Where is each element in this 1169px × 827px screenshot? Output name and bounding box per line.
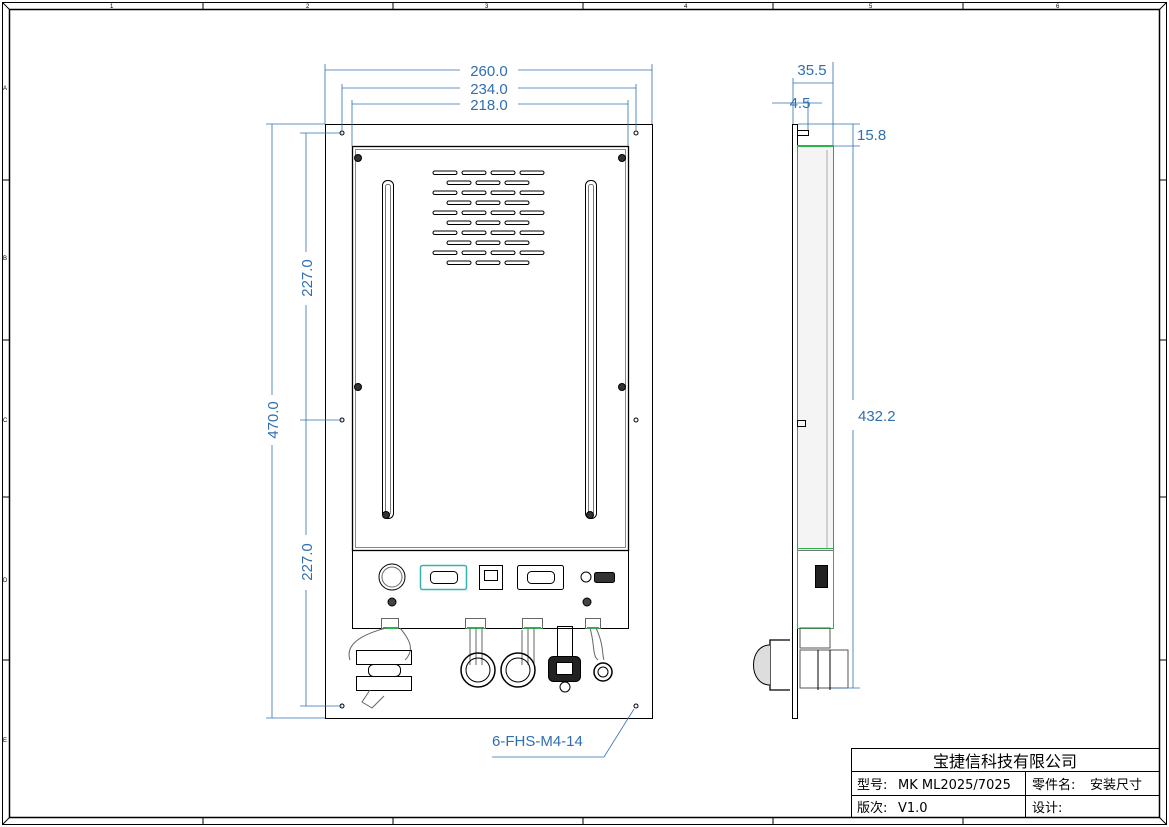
zone-row-e: E — [3, 738, 7, 744]
version-value: V1.0 — [898, 801, 928, 816]
vent-slot — [490, 190, 516, 195]
vent-slot — [475, 180, 501, 185]
company-name: 宝捷信科技有限公司 — [933, 752, 1077, 771]
dim-upper-hole-spacing: 227.0 — [299, 259, 316, 297]
vent-slot — [432, 230, 458, 235]
zone-col-6: 6 — [1056, 4, 1060, 10]
vent-slot — [475, 220, 501, 225]
cable-gland-1 — [460, 652, 496, 688]
zone-row-b: B — [3, 256, 7, 262]
vent-slot — [490, 250, 516, 255]
vent-slot — [504, 200, 530, 205]
hole-callout: 6-FHS-M4-14 — [492, 733, 583, 750]
vent-slot — [490, 230, 516, 235]
vga-port — [517, 565, 564, 590]
model-value: MK ML2025/7025 — [898, 778, 1011, 793]
panel-screws — [354, 154, 626, 519]
vent-slot — [475, 200, 501, 205]
side-stud — [797, 130, 809, 136]
mounting-plate — [325, 124, 653, 719]
right-slot — [585, 180, 597, 519]
vent-slot — [504, 220, 530, 225]
vent-slot — [519, 210, 545, 215]
zone-row-a: A — [3, 86, 7, 92]
vent-slot — [446, 240, 472, 245]
audio-jack — [580, 571, 592, 583]
cable-gland-2 — [500, 652, 536, 688]
model-label: 型号: — [857, 778, 887, 793]
zone-row-d: D — [3, 578, 8, 584]
dimensions — [266, 62, 860, 758]
relay-block-top — [356, 650, 412, 665]
vent-slot — [519, 250, 545, 255]
side-view — [753, 124, 849, 719]
zone-row-c: C — [3, 418, 8, 424]
zone-labels: 1 2 3 4 5 6 A B C D E — [3, 4, 1060, 744]
vent-slot — [461, 250, 487, 255]
zone-col-5: 5 — [869, 4, 873, 10]
designer-label: 设计: — [1032, 801, 1062, 816]
zone-col-4: 4 — [684, 4, 688, 10]
small-gland — [593, 662, 613, 682]
dim-offset: 15.8 — [857, 127, 886, 144]
dim-stud-length: 4.5 — [790, 95, 811, 112]
vent-slot — [446, 260, 472, 265]
vent-slot — [461, 230, 487, 235]
vent-slot — [519, 190, 545, 195]
rj45-port — [479, 565, 503, 590]
part-name-value: 安装尺寸 — [1090, 778, 1142, 793]
vent-slot — [475, 260, 501, 265]
title-block: 宝捷信科技有限公司 型号: MK ML2025/7025 零件名: 安装尺寸 版… — [851, 748, 1160, 818]
vent-slot — [504, 240, 530, 245]
relay-block-bottom — [356, 676, 412, 691]
dim-overall-width: 260.0 — [470, 63, 508, 80]
vent-slot — [432, 190, 458, 195]
dim-overall-height: 470.0 — [265, 401, 282, 439]
side-plate — [792, 124, 798, 719]
circular-connector — [378, 563, 406, 591]
dim-lower-hole-spacing: 227.0 — [299, 543, 316, 581]
dim-depth: 35.5 — [797, 62, 826, 79]
vent-slot — [432, 210, 458, 215]
vent-slot — [446, 200, 472, 205]
vent-slot — [504, 260, 530, 265]
vent-slot — [461, 190, 487, 195]
vent-slot — [504, 180, 530, 185]
connectors — [348, 563, 615, 709]
zone-col-1: 1 — [110, 4, 114, 10]
dim-body-height: 432.2 — [858, 408, 896, 425]
front-view — [325, 124, 653, 719]
vent-grille — [432, 170, 545, 265]
vent-slot — [490, 210, 516, 215]
dimension-labels: 260.0 234.0 218.0 470.0 227.0 227.0 6-FH… — [265, 62, 896, 750]
vent-slot — [432, 250, 458, 255]
dim-panel-width: 218.0 — [470, 97, 508, 114]
vent-slot — [446, 220, 472, 225]
zone-col-2: 2 — [306, 4, 310, 10]
side-body — [797, 146, 834, 551]
db9-port — [419, 564, 468, 591]
vent-slot — [461, 170, 487, 175]
vent-slot — [432, 170, 458, 175]
vent-slot — [446, 180, 472, 185]
zone-col-3: 3 — [485, 4, 489, 10]
usb-port — [594, 572, 615, 583]
version-label: 版次: — [857, 800, 887, 816]
left-slot — [382, 180, 394, 519]
panel-inner — [355, 149, 626, 548]
vent-slot — [461, 210, 487, 215]
connector-bay — [352, 550, 629, 629]
vent-slot — [519, 230, 545, 235]
vent-slot — [490, 170, 516, 175]
vent-slot — [519, 170, 545, 175]
part-name-label: 零件名: — [1032, 777, 1075, 793]
dim-hole-spacing-width: 234.0 — [470, 81, 508, 98]
vent-slot — [475, 240, 501, 245]
